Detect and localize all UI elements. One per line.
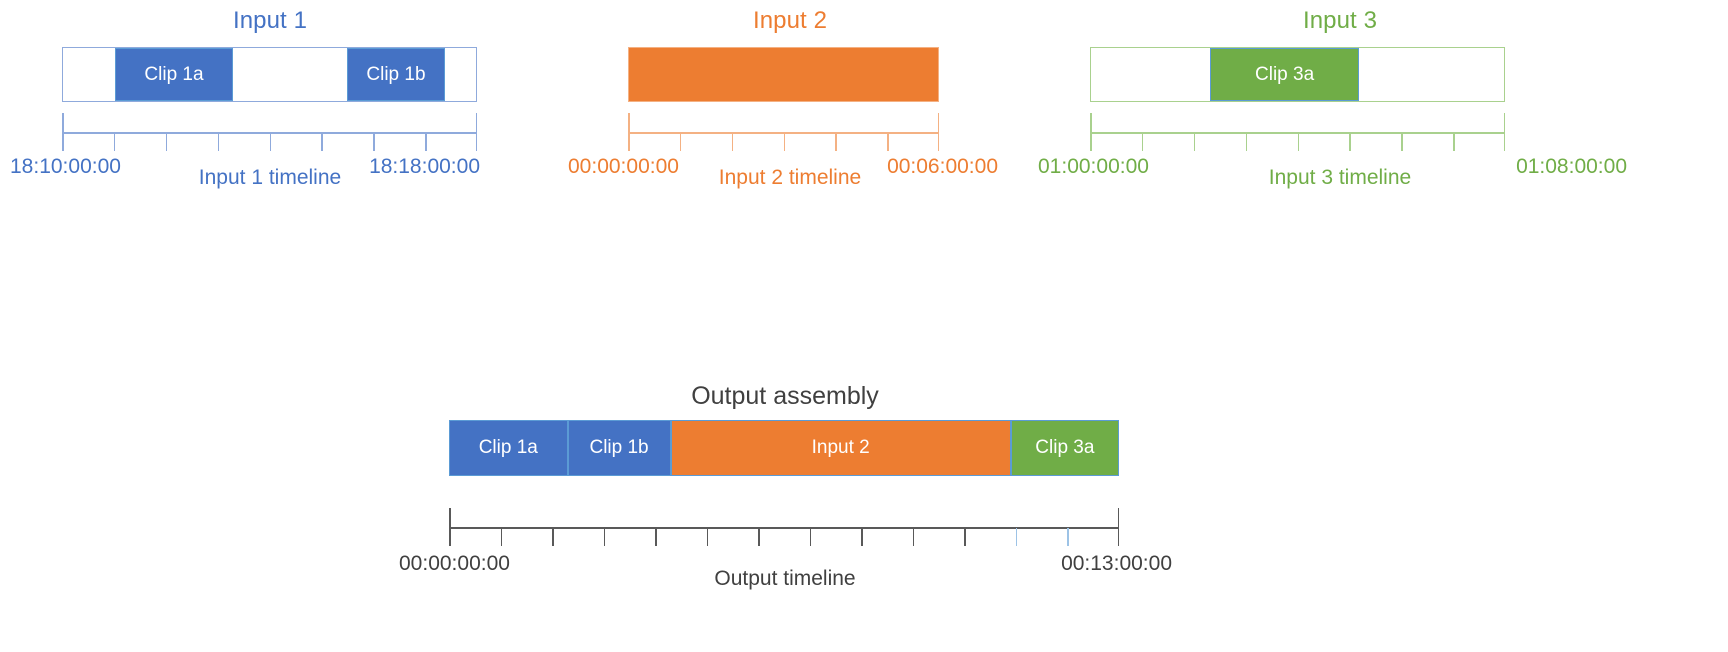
clip-segment[interactable]: Clip 1b: [346, 48, 446, 101]
input-track-1: Input 1 Clip 1a Clip 1b 18:10:00:00 18:18…: [0, 0, 540, 200]
output-clip-bar: Clip 1a Clip 1b Input 2 Clip 3a: [449, 420, 1119, 476]
output-assembly-title: Output assembly: [691, 382, 879, 410]
ruler-tick: [269, 133, 271, 151]
ruler-axis-line: [62, 132, 477, 134]
ruler-end-cap: [475, 113, 477, 132]
output-axis-label: Output timeline: [714, 567, 856, 590]
input-1-end-timecode: 18:18:00:00: [369, 155, 480, 178]
ruler-tick: [552, 528, 554, 546]
input-track-3: Input 3 Clip 3a 01:00:00:00 01:08:00:00 …: [1038, 0, 1627, 200]
output-clip-segment-label: Clip 1a: [478, 437, 538, 458]
ruler-tick: [783, 133, 785, 151]
ruler-tick: [1503, 133, 1505, 151]
input-3-clip-bar: Clip 3a: [1090, 47, 1505, 102]
ruler-tick: [165, 133, 168, 151]
ruler-start-cap: [628, 113, 630, 132]
input-1-title: Input 1: [232, 7, 308, 34]
ruler-tick: [425, 133, 427, 151]
input-3-end-timecode: 01:08:00:00: [1516, 155, 1627, 178]
ruler-tick: [1067, 528, 1069, 546]
input-1-ruler: [62, 113, 477, 155]
input-2-title: Input 2: [752, 7, 828, 34]
ruler-tick: [887, 133, 889, 151]
ruler-tick: [1015, 528, 1018, 546]
ruler-axis-line: [1090, 132, 1505, 134]
input-2-clip-bar: [628, 47, 939, 102]
ruler-tick: [1349, 133, 1351, 151]
ruler-tick: [1117, 528, 1119, 546]
ruler-tick: [1090, 133, 1092, 151]
input-1-start-timecode: 18:10:00:00: [10, 155, 121, 178]
ruler-tick: [373, 133, 375, 151]
input-track-2: Input 2 00:00:00:00 00:06:00:00 Input 2 …: [560, 0, 1020, 200]
ruler-tick: [1453, 133, 1455, 151]
ruler-tick: [706, 528, 709, 546]
ruler-tick: [731, 133, 734, 151]
ruler-axis-line: [628, 132, 939, 134]
clip-segment[interactable]: Clip 1a: [114, 48, 234, 101]
ruler-tick: [1193, 133, 1196, 151]
ruler-start-cap: [449, 508, 451, 527]
ruler-tick: [937, 133, 939, 151]
input-3-start-timecode: 01:00:00:00: [1038, 155, 1149, 178]
clip-segment-label: Clip 1a: [144, 63, 204, 85]
output-clip-segment[interactable]: Clip 1b: [567, 420, 671, 476]
input-1-axis-label: Input 1 timeline: [198, 166, 342, 189]
ruler-tick: [655, 528, 657, 546]
ruler-tick: [964, 528, 966, 546]
ruler-tick: [603, 528, 606, 546]
filled-segment[interactable]: [629, 48, 938, 101]
output-end-timecode: 00:13:00:00: [1061, 552, 1172, 575]
ruler-tick: [62, 133, 64, 151]
input-2-ruler: [628, 113, 939, 155]
ruler-tick: [628, 133, 630, 151]
clip-segment-label: Clip 1b: [366, 63, 426, 85]
ruler-tick: [835, 133, 837, 151]
ruler-tick: [912, 528, 915, 546]
ruler-end-cap: [1503, 113, 1505, 132]
input-3-title: Input 3: [1302, 7, 1378, 34]
input-2-end-timecode: 00:06:00:00: [887, 155, 998, 178]
ruler-tick: [500, 528, 503, 546]
output-clip-segment-label: Clip 3a: [1035, 437, 1095, 458]
input-1-clip-bar: Clip 1a Clip 1b: [62, 47, 477, 102]
ruler-tick: [1245, 133, 1248, 151]
input-2-axis-label: Input 2 timeline: [718, 166, 862, 189]
input-3-ruler: [1090, 113, 1505, 155]
ruler-tick: [679, 133, 682, 151]
ruler-axis-line: [449, 527, 1119, 529]
output-clip-segment[interactable]: Clip 3a: [1010, 420, 1119, 476]
output-clip-segment-label: Input 2: [811, 437, 870, 458]
ruler-end-cap: [1117, 508, 1119, 527]
ruler-tick: [321, 133, 323, 151]
output-clip-segment-label: Clip 1b: [589, 437, 649, 458]
ruler-tick: [113, 133, 116, 151]
ruler-tick: [217, 133, 220, 151]
ruler-end-cap: [937, 113, 939, 132]
ruler-start-cap: [1090, 113, 1092, 132]
ruler-tick: [809, 528, 812, 546]
ruler-tick: [861, 528, 863, 546]
output-ruler: [449, 508, 1119, 550]
clip-segment[interactable]: Clip 3a: [1209, 48, 1360, 101]
ruler-tick: [1297, 133, 1299, 151]
ruler-tick: [475, 133, 477, 151]
output-clip-segment[interactable]: Input 2: [670, 420, 1011, 476]
ruler-start-cap: [62, 113, 64, 132]
ruler-tick: [1401, 133, 1403, 151]
ruler-tick: [449, 528, 451, 546]
output-start-timecode: 00:00:00:00: [399, 552, 510, 575]
ruler-tick: [1141, 133, 1144, 151]
input-2-start-timecode: 00:00:00:00: [568, 155, 679, 178]
input-3-axis-label: Input 3 timeline: [1268, 166, 1412, 189]
ruler-tick: [758, 528, 760, 546]
clip-segment-label: Clip 3a: [1255, 63, 1315, 85]
output-clip-segment[interactable]: Clip 1a: [449, 420, 568, 476]
